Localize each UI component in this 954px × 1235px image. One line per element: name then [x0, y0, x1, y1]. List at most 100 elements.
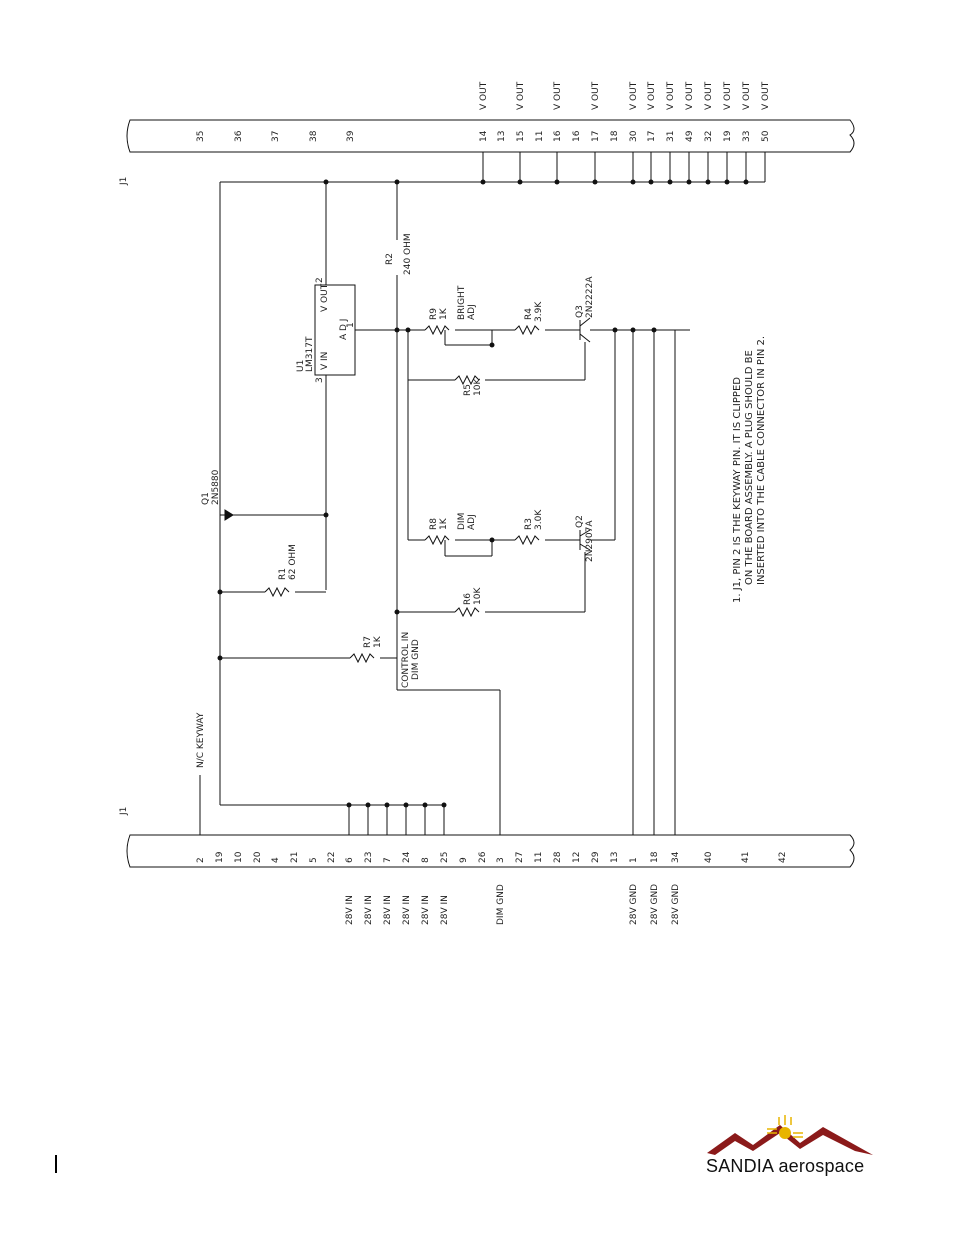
connector-bottom-pin: 41 — [741, 852, 751, 863]
r3-value: 3.0K — [534, 509, 544, 530]
connector-bottom-pin: 25 — [440, 852, 450, 863]
connector-bottom-pin: 27 — [515, 852, 525, 863]
connector-top-signal: V OUT — [685, 81, 695, 110]
connector-bottom-pin: 29 — [591, 851, 601, 863]
connector-top-signal: V OUT — [516, 81, 526, 110]
connector-top-signal: V OUT — [761, 81, 771, 110]
logo-text: SANDIA aerospace — [706, 1156, 864, 1177]
signal-28v-in: 28V IN — [440, 895, 450, 925]
q3-ref: Q3 — [575, 305, 585, 318]
connector-top-pin: 16 — [553, 130, 563, 142]
connector-bottom-pin: 23 — [364, 852, 374, 863]
wiring — [199, 152, 766, 835]
connector-bottom-pin: 11 — [534, 852, 544, 863]
connector-top-pin: 14 — [479, 130, 489, 142]
connector-bottom-pin: 13 — [610, 852, 620, 863]
r7-value: 1K — [373, 635, 383, 648]
r3-ref: R3 — [524, 518, 534, 530]
connector-bottom-pin: 24 — [402, 851, 412, 863]
signal-28v-gnd: 28V GND — [650, 884, 660, 925]
connector-top-signals: V OUT V OUT V OUT V OUT V OUT V OUT V OUT V OUT… — [479, 81, 771, 110]
note-line-1: 1. J1, PIN 2 IS THE KEYWAY PIN. IT IS CL… — [732, 377, 743, 603]
r9-ref: R9 — [429, 308, 439, 320]
connector-bottom-pin: 9 — [459, 857, 469, 863]
connector-top-pin: 32 — [704, 131, 714, 142]
signal-28v-in: 28V IN — [421, 895, 431, 925]
connector-top-pin: 18 — [610, 130, 620, 142]
connector-top-signal: V OUT — [629, 81, 639, 110]
r1-value: 62 OHM — [288, 544, 298, 580]
u1-pin2: 2 — [315, 277, 325, 283]
r4-ref: R4 — [524, 308, 534, 320]
connector-bottom-pin: 28 — [553, 851, 563, 863]
connector-top-pin: 38 — [309, 130, 319, 142]
connector-bottom-pin: 40 — [704, 851, 714, 863]
signal-28v-in: 28V IN — [383, 895, 393, 925]
q2-part: 2N2907A — [585, 520, 595, 562]
connector-bottom-ref: J1 — [119, 807, 129, 816]
u1-ref: U1 — [296, 360, 306, 372]
q2-ref: Q2 — [575, 515, 585, 528]
connector-top-pin: 19 — [723, 130, 733, 142]
connector-top-pin: 36 — [234, 130, 244, 142]
r7-ref: R7 — [363, 636, 373, 648]
connector-top-signal: V OUT — [723, 81, 733, 110]
connector-top-pin: 16 — [572, 130, 582, 142]
logo-suffix: aerospace — [778, 1156, 865, 1176]
u1-adj: A D J — [339, 319, 349, 340]
r6-ref: R6 — [463, 593, 473, 605]
connector-top-signal: V OUT — [704, 81, 714, 110]
connector-top-pin: 17 — [647, 131, 657, 142]
r9-adjust: BRIGHT — [457, 285, 467, 320]
connector-top-pin: 49 — [685, 130, 695, 142]
control-in-label: CONTROL IN — [401, 632, 411, 688]
connector-top-pin: 30 — [629, 130, 639, 142]
connector-top-pin: 37 — [271, 131, 281, 142]
connector-bottom-pin: 26 — [478, 851, 488, 863]
r8-adjust-sub: ADJ — [467, 514, 477, 530]
connector-top-signal: V OUT — [647, 81, 657, 110]
connector-top-pin: 31 — [666, 131, 676, 142]
connector-bottom-pin: 21 — [290, 852, 300, 863]
connector-top-pin: 17 — [591, 131, 601, 142]
connector-bottom-pin: 5 — [309, 857, 319, 863]
connector-bottom-pin: 2 — [196, 857, 206, 863]
connector-top-signal: V OUT — [553, 81, 563, 110]
connector-top-signal: V OUT — [591, 81, 601, 110]
u1-pin3: 3 — [315, 377, 325, 383]
connector-top-pin: 35 — [196, 131, 206, 142]
r9-adjust-sub: ADJ — [467, 304, 477, 320]
u1-vout: V OUT — [320, 283, 330, 312]
signal-28v-in: 28V IN — [345, 895, 355, 925]
r5-value: 10K — [473, 378, 483, 396]
connector-top-pin: 11 — [535, 131, 545, 142]
connector-bottom-pin: 19 — [215, 851, 225, 863]
connector-top-pin: 39 — [346, 130, 356, 142]
signal-28v-in: 28V IN — [364, 895, 374, 925]
r2-ref: R2 — [385, 253, 395, 265]
connector-bottom-pin: 7 — [383, 857, 393, 863]
connector-top-ref: J1 — [119, 177, 129, 186]
connector-bottom-pin: 8 — [421, 857, 431, 863]
r8-ref: R8 — [429, 518, 439, 530]
r8-adjust: DIM — [457, 513, 467, 530]
connector-top-pin: 33 — [742, 131, 752, 142]
u1-pin1: 1 — [346, 322, 356, 328]
q3-part: 2N2222A — [585, 276, 595, 318]
r4-value: 3.9K — [534, 301, 544, 322]
r1-ref: R1 — [278, 568, 288, 580]
connector-bottom-pin: 4 — [271, 857, 281, 863]
margin-bar — [55, 1155, 57, 1173]
component-labels: U1 LM317T V IN V OUT A D J 3 2 1 Q1 2N58… — [196, 233, 595, 768]
connector-top-pin: 15 — [516, 131, 526, 142]
note-line-3: INSERTED INTO THE CABLE CONNECTOR IN PIN… — [756, 336, 767, 585]
connector-bottom-pin: 3 — [496, 857, 506, 863]
connector-top-signal: V OUT — [666, 81, 676, 110]
sandia-aerospace-logo — [707, 1115, 873, 1155]
